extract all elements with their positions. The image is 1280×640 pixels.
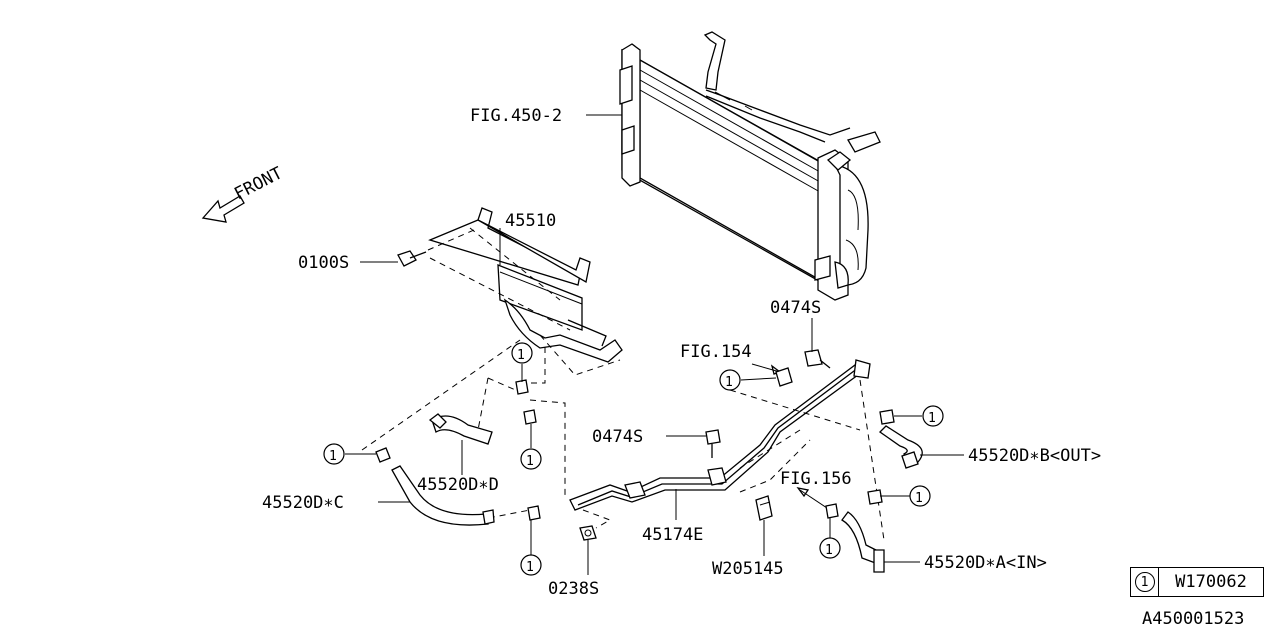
45520d-a-label[interactable]: 45520D∗A<IN> bbox=[924, 553, 1047, 573]
cooler-bracket bbox=[428, 207, 623, 363]
fig-450-2-label[interactable]: FIG.450-2 bbox=[470, 106, 562, 126]
0474s-mid-label[interactable]: 0474S bbox=[592, 427, 643, 447]
legend-number: 1 bbox=[1134, 572, 1155, 592]
svg-text:1: 1 bbox=[526, 454, 534, 469]
45510-label[interactable]: 45510 bbox=[505, 211, 556, 231]
0238s-label[interactable]: 0238S bbox=[548, 579, 599, 599]
callout-1-b[interactable]: 1 bbox=[511, 342, 533, 364]
0100s-dashed-guide bbox=[427, 227, 571, 331]
svg-text:1: 1 bbox=[825, 543, 833, 558]
45520d-d-label[interactable]: 45520D∗D bbox=[417, 475, 499, 495]
bolt-0474s-top bbox=[804, 349, 831, 369]
callout-leaders bbox=[345, 364, 922, 555]
legend-number-cell: 1 bbox=[1131, 568, 1159, 596]
clamps bbox=[375, 367, 895, 521]
callout-1-d[interactable]: 1 bbox=[520, 554, 542, 576]
callout-1-f[interactable]: 1 bbox=[922, 405, 944, 427]
bolt-0100s bbox=[397, 250, 427, 267]
legend-box: 1 W170062 bbox=[1130, 567, 1264, 597]
svg-text:1: 1 bbox=[928, 411, 936, 426]
oil-cooler-pipe bbox=[569, 359, 871, 511]
radiator-assembly bbox=[619, 31, 881, 301]
fig-156-arrow-icon bbox=[796, 487, 810, 498]
svg-text:1: 1 bbox=[329, 449, 337, 464]
front-arrow-icon bbox=[201, 195, 245, 223]
45520d-b-label[interactable]: 45520D∗B<OUT> bbox=[968, 446, 1101, 466]
fig-156-leader bbox=[799, 489, 831, 511]
hose-45520d-a bbox=[841, 511, 885, 573]
45174e-label[interactable]: 45174E bbox=[642, 525, 703, 545]
fig-154-label[interactable]: FIG.154 bbox=[680, 342, 752, 362]
callout-1-c[interactable]: 1 bbox=[520, 448, 542, 470]
clip-w205145 bbox=[755, 495, 773, 521]
legend-code[interactable]: W170062 bbox=[1175, 572, 1247, 592]
svg-text:1: 1 bbox=[915, 491, 923, 506]
w205145-label[interactable]: W205145 bbox=[712, 559, 784, 579]
svg-text:1: 1 bbox=[725, 375, 733, 390]
callout-1-a[interactable]: 1 bbox=[323, 443, 345, 465]
callout-1-h[interactable]: 1 bbox=[819, 537, 841, 559]
fig-154-leader bbox=[751, 363, 781, 373]
svg-text:1: 1 bbox=[526, 560, 534, 575]
bolt-0474s-mid bbox=[705, 429, 721, 458]
fig-156-label[interactable]: FIG.156 bbox=[780, 469, 852, 489]
callout-1-e[interactable]: 1 bbox=[719, 369, 741, 391]
hose-45520d-c bbox=[391, 465, 495, 526]
0474s-top-label[interactable]: 0474S bbox=[770, 298, 821, 318]
hose-45520d-b bbox=[878, 425, 923, 469]
front-label: FRONT bbox=[231, 163, 286, 204]
callout-1-g[interactable]: 1 bbox=[909, 485, 931, 507]
0100s-label[interactable]: 0100S bbox=[298, 253, 349, 273]
diagram-id: A450001523 bbox=[1142, 609, 1245, 629]
hose-45520d-d bbox=[428, 413, 493, 445]
svg-text:1: 1 bbox=[517, 348, 525, 363]
45520d-c-label[interactable]: 45520D∗C bbox=[262, 493, 344, 513]
nut-0238s bbox=[579, 525, 597, 541]
